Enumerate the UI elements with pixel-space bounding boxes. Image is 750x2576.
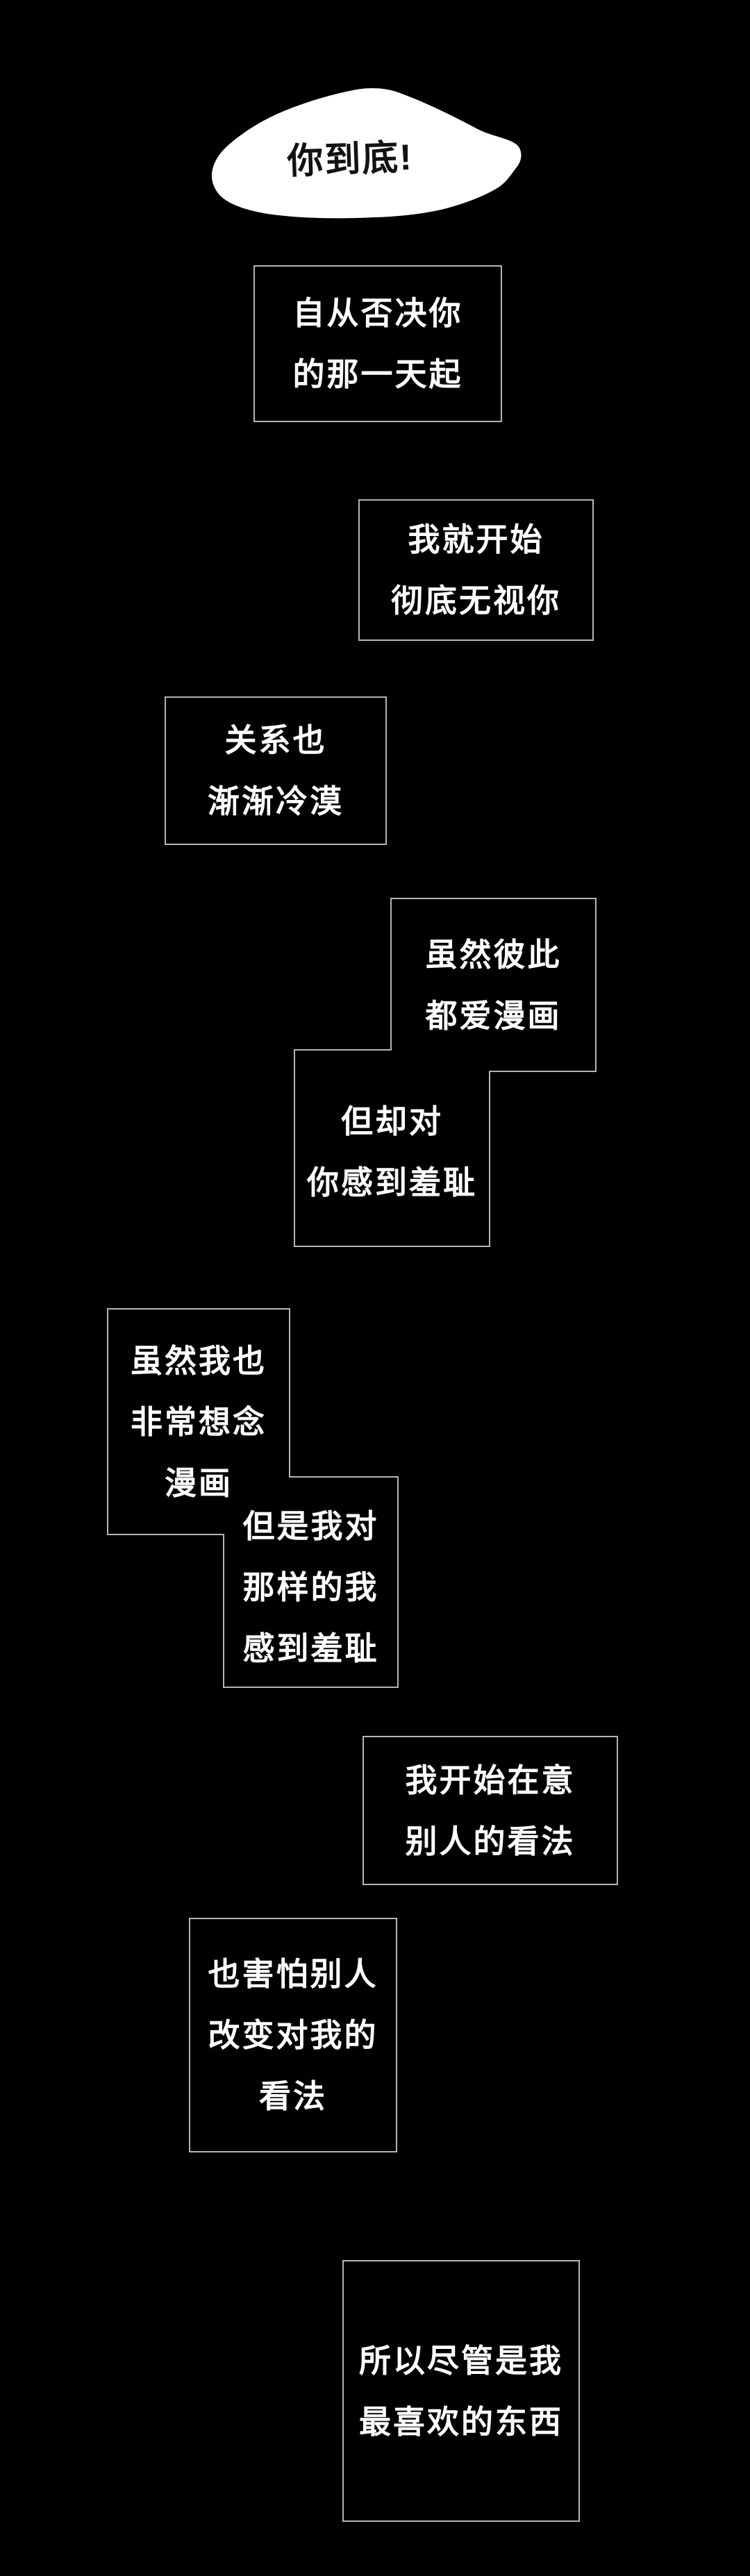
- caption-line: 但却对: [341, 1103, 443, 1139]
- caption-miss-manhua: 虽然我也 非常想念 漫画: [108, 1309, 290, 1534]
- caption-relationship-cold: 关系也 渐渐冷漠: [165, 696, 387, 845]
- caption-line: 看法: [259, 2078, 327, 2114]
- caption-ignore-you: 我就开始 彻底无视你: [358, 499, 594, 641]
- caption-line: 但是我对: [242, 1507, 379, 1544]
- caption-line: 渐渐冷漠: [208, 783, 344, 819]
- caption-line: 别人的看法: [405, 1823, 576, 1859]
- caption-line: 也害怕别人: [208, 1956, 378, 1992]
- caption-care-others-opinions: 我开始在意 别人的看法: [362, 1736, 618, 1885]
- caption-line: 彻底无视你: [391, 583, 561, 619]
- caption-line: 你感到羞耻: [307, 1164, 477, 1201]
- caption-line: 感到羞耻: [242, 1630, 379, 1666]
- caption-union-outline-miss-ashamed: [107, 1308, 399, 1688]
- caption-line: 非常想念: [131, 1403, 267, 1440]
- caption-line: 最喜欢的东西: [359, 2403, 563, 2440]
- speech-bubble-shape: [211, 87, 522, 219]
- caption-union-outline-love-ashamed: [294, 898, 597, 1247]
- caption-line: 自从否决你: [292, 295, 463, 331]
- caption-line: 虽然我也: [131, 1342, 267, 1379]
- caption-line: 虽然彼此: [425, 936, 562, 973]
- caption-line: 关系也: [224, 722, 327, 758]
- speech-bubble-text: 你到底!: [286, 137, 414, 183]
- caption-ashamed-of-myself: 但是我对 那样的我 感到羞耻: [224, 1477, 398, 1687]
- caption-both-love-manhua: 虽然彼此 都爱漫画: [391, 898, 596, 1071]
- caption-favorite-thing: 所以尽管是我 最喜欢的东西: [342, 2260, 580, 2522]
- caption-line: 那样的我: [242, 1569, 379, 1605]
- caption-line: 所以尽管是我: [359, 2342, 563, 2379]
- caption-line: 改变对我的: [208, 2017, 378, 2053]
- caption-line: 都爱漫画: [425, 997, 562, 1034]
- caption-since-rejection: 自从否决你 的那一天起: [253, 265, 502, 422]
- caption-fear-opinion-change: 也害怕别人 改变对我的 看法: [189, 1918, 397, 2152]
- caption-line: 我就开始: [408, 521, 544, 558]
- caption-line: 我开始在意: [405, 1762, 576, 1798]
- caption-ashamed-of-you: 但却对 你感到羞耻: [294, 1050, 490, 1246]
- caption-line: 漫画: [165, 1464, 233, 1501]
- caption-line: 的那一天起: [292, 356, 463, 392]
